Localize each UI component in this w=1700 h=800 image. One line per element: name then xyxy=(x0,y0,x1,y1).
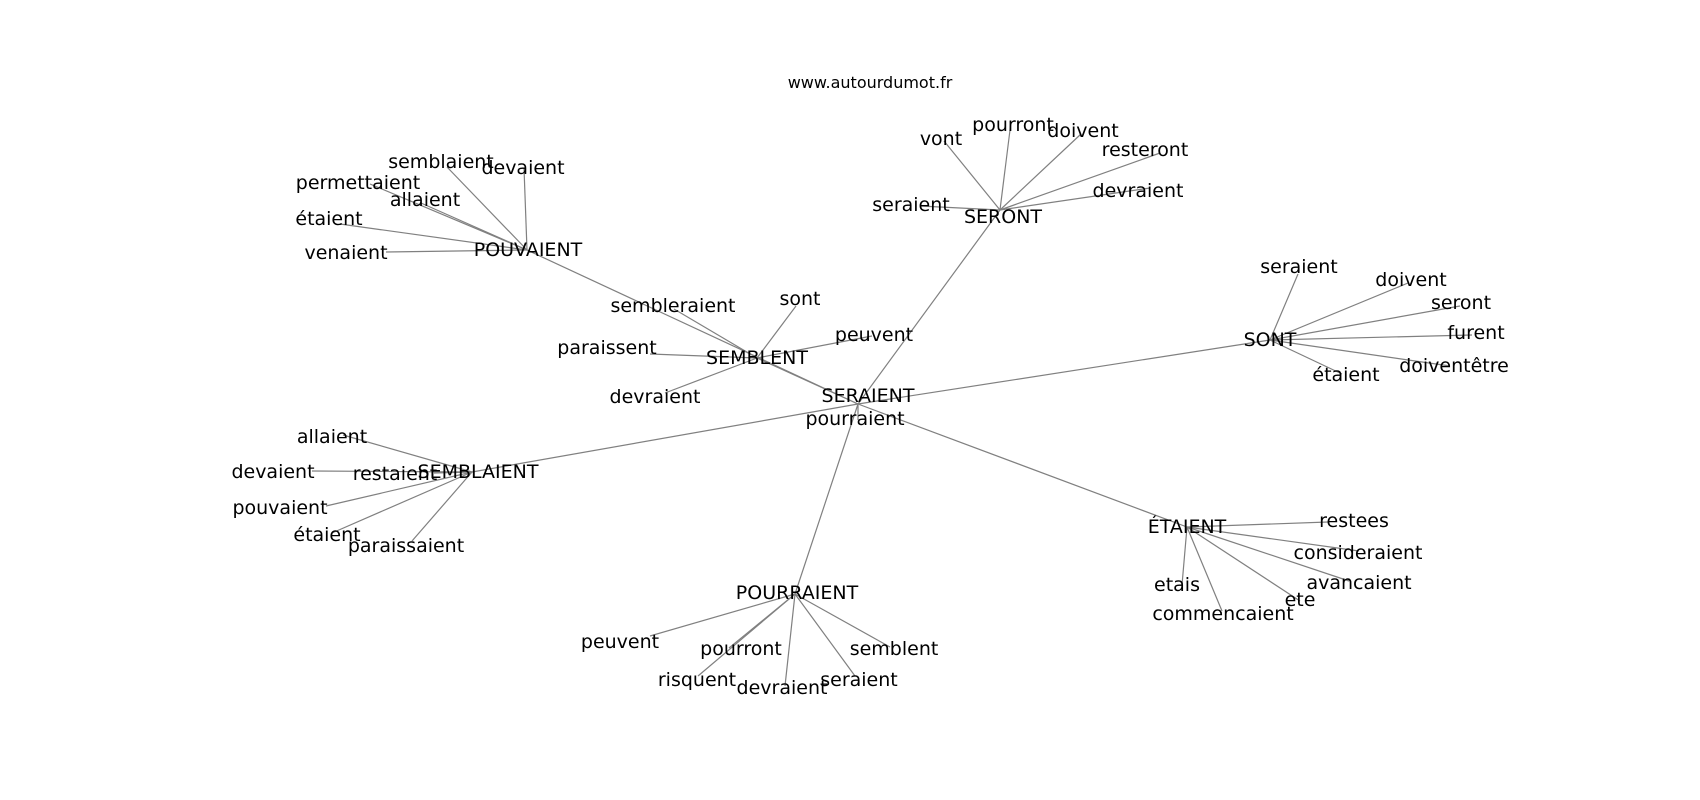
hub-node-seront[interactable]: SERONT xyxy=(964,206,1042,228)
edge-seraient-sont xyxy=(857,339,1271,405)
edge-pourraient-peuvent xyxy=(649,593,796,637)
edge-seront-devraient xyxy=(999,187,1151,211)
edge-pourraient-semblent xyxy=(794,593,891,648)
edge-seraient-semblaient xyxy=(471,403,859,473)
edge-etaient-etais xyxy=(1181,526,1188,586)
edge-etaient-avancaient xyxy=(1186,526,1350,582)
word-node-furent[interactable]: furent xyxy=(1447,322,1504,344)
word-node-allaient[interactable]: allaient xyxy=(297,426,367,448)
word-node-ete[interactable]: ete xyxy=(1285,589,1316,611)
word-node-doivent[interactable]: doivent xyxy=(1375,269,1446,291)
word-node-commencaient[interactable]: commencaient xyxy=(1152,603,1293,625)
edge-etaient-commencaient xyxy=(1186,526,1223,612)
edge-semblaient-paraissaient xyxy=(411,471,473,542)
word-node-devaient[interactable]: devaient xyxy=(231,461,314,483)
hub-node-etaient[interactable]: ÉTAIENT xyxy=(1148,515,1227,538)
word-node-etaient[interactable]: étaient xyxy=(295,208,362,230)
edge-pourraient-risquent xyxy=(697,593,796,677)
word-node-paraissent[interactable]: paraissent xyxy=(557,337,656,359)
edge-seront-resteront xyxy=(999,152,1161,211)
edge-sont-seraient xyxy=(1269,273,1299,341)
word-node-seraient[interactable]: seraient xyxy=(1260,256,1338,278)
word-node-doiventetre[interactable]: doiventêtre xyxy=(1399,355,1509,377)
edges-layer xyxy=(311,121,1473,687)
word-node-avancaient[interactable]: avancaient xyxy=(1306,572,1411,594)
edge-pouvaient-etaient xyxy=(339,223,528,251)
edge-semblaient-pouvaient xyxy=(325,471,473,507)
word-node-seraient[interactable]: seraient xyxy=(820,669,898,691)
edge-sont-doivent xyxy=(1269,282,1409,341)
edge-sont-doiventetre xyxy=(1269,339,1451,367)
edge-etaient-restees xyxy=(1186,521,1329,528)
word-node-seront[interactable]: seront xyxy=(1431,292,1491,314)
word-node-permettaient[interactable]: permettaient xyxy=(296,172,420,194)
edge-semblent-devraient xyxy=(664,357,758,394)
edge-semblent-sont xyxy=(756,305,797,359)
edge-semblent-paraissent xyxy=(649,353,758,359)
edge-semblent-peuvent xyxy=(756,335,873,359)
word-node-resteront[interactable]: resteront xyxy=(1102,139,1189,161)
edge-etaient-ete xyxy=(1186,526,1301,602)
edge-seront-pourront xyxy=(999,121,1012,211)
hub-node-pourraient[interactable]: POURRAIENT xyxy=(736,582,859,604)
edge-seraient-pourraient xyxy=(794,403,859,595)
hub-node-pouvaient[interactable]: POUVAIENT xyxy=(474,239,583,261)
edge-etaient-consideraient xyxy=(1186,526,1360,552)
edge-pouvaient-allaient xyxy=(420,202,528,251)
word-node-etaient[interactable]: étaient xyxy=(1312,364,1379,386)
word-node-devraient[interactable]: devraient xyxy=(1093,180,1184,202)
edge-seront-doivent xyxy=(999,133,1082,211)
word-node-paraissaient[interactable]: paraissaient xyxy=(348,535,464,557)
word-node-restees[interactable]: restees xyxy=(1319,510,1389,532)
edge-seraient-etaient xyxy=(857,403,1188,528)
word-node-sont[interactable]: sont xyxy=(779,288,820,310)
word-node-venaient[interactable]: venaient xyxy=(304,242,387,264)
word-node-pourront[interactable]: pourront xyxy=(972,114,1054,136)
edge-semblaient-restaient xyxy=(433,471,473,474)
word-node-devraient[interactable]: devraient xyxy=(737,677,828,699)
labels-layer: vontpourrontdoiventresterontdevraientser… xyxy=(231,114,1508,699)
edge-pourraient-devraient xyxy=(784,593,796,687)
edge-sont-etaient xyxy=(1269,339,1343,375)
hub-node-semblent[interactable]: SEMBLENT xyxy=(706,347,808,369)
edge-semblaient-allaient xyxy=(342,434,473,473)
word-node-semblent[interactable]: semblent xyxy=(850,638,939,660)
word-node-allaient[interactable]: allaient xyxy=(390,189,460,211)
edge-pouvaient-devaient xyxy=(523,167,528,251)
word-node-semblaient[interactable]: semblaient xyxy=(388,151,494,173)
hub-node-sont[interactable]: SONT xyxy=(1244,329,1297,351)
center-node-seraient[interactable]: SERAIENT xyxy=(822,385,915,407)
word-node-devaient[interactable]: devaient xyxy=(481,157,564,179)
edge-seraient-seront xyxy=(857,209,1001,405)
edge-pouvaient-semblaient xyxy=(446,166,528,251)
edge-semblaient-etaient xyxy=(331,471,473,534)
word-node-etais[interactable]: etais xyxy=(1154,574,1200,596)
word-node-peuvent[interactable]: peuvent xyxy=(581,631,659,653)
edge-seront-vont xyxy=(943,140,1001,211)
word-node-risquent[interactable]: risquent xyxy=(658,669,736,691)
word-node-consideraient[interactable]: consideraient xyxy=(1294,542,1423,564)
edge-seront-seraient xyxy=(919,205,1001,211)
hub-node-semblaient[interactable]: SEMBLAIENT xyxy=(418,461,539,483)
edge-pourraient-seraient xyxy=(794,593,856,677)
word-node-pourraient[interactable]: pourraient xyxy=(805,408,904,430)
word-node-sembleraient[interactable]: sembleraient xyxy=(610,295,735,317)
word-node-etaient[interactable]: étaient xyxy=(293,524,360,546)
edge-semblent-sembleraient xyxy=(673,308,758,359)
site-url: www.autourdumot.fr xyxy=(788,73,953,92)
word-node-seraient[interactable]: seraient xyxy=(872,194,950,216)
word-node-pourront[interactable]: pourront xyxy=(700,638,782,660)
edge-pouvaient-venaient xyxy=(385,249,528,253)
edge-sont-furent xyxy=(1269,334,1473,341)
word-node-pouvaient[interactable]: pouvaient xyxy=(232,497,327,519)
word-node-devraient[interactable]: devraient xyxy=(610,386,701,408)
word-node-restaient[interactable]: restaient xyxy=(353,463,438,485)
word-node-doivent[interactable]: doivent xyxy=(1047,120,1118,142)
word-node-vont[interactable]: vont xyxy=(920,128,962,150)
edge-seraient-semblent xyxy=(756,357,859,405)
edge-sont-seront xyxy=(1269,305,1461,341)
edge-semblaient-devaient xyxy=(311,470,473,473)
word-node-peuvent[interactable]: peuvent xyxy=(835,324,913,346)
